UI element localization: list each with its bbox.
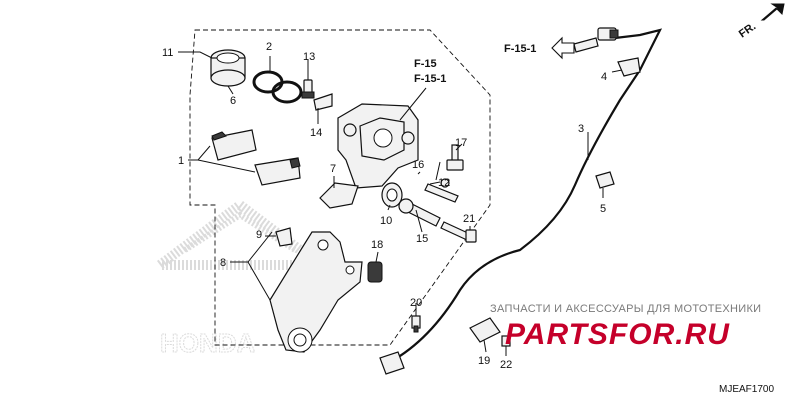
slide-pin: [398, 198, 441, 227]
honda-watermark-text: HONDA: [160, 328, 256, 358]
callout-21: 21: [463, 213, 475, 225]
piston: [210, 49, 246, 87]
callout-19: 19: [478, 355, 490, 367]
diagram-code: MJEAF1700: [719, 384, 774, 395]
callout-10: 10: [380, 215, 392, 227]
sensor-head: [379, 351, 405, 375]
callout-14: 14: [310, 127, 322, 139]
caliper-bracket: [269, 227, 363, 353]
front-label: FR.: [737, 20, 758, 40]
callout-8: 8: [220, 257, 226, 269]
reference-f15-1-arrow-label: F-15-1: [504, 43, 536, 55]
callout-18: 18: [371, 239, 383, 251]
bleeder-screw: [301, 79, 333, 111]
callout-5: 5: [600, 203, 606, 215]
caliper-group-frame: [189, 29, 491, 346]
callout-4: 4: [601, 71, 607, 83]
rubber-grommet: [367, 261, 383, 283]
watermark-tagline: ЗАПЧАСТИ И АКСЕССУАРЫ ДЛЯ МОТОТЕХНИКИ: [490, 303, 761, 315]
callout-22: 22: [500, 359, 512, 371]
reference-arrow: [551, 36, 575, 60]
callout-17: 17: [455, 137, 467, 149]
wire-clamp-bolt: [573, 37, 599, 53]
callout-13: 13: [303, 51, 315, 63]
callout-20: 20: [410, 297, 422, 309]
speed-sensor-cable: [389, 28, 663, 363]
callout-11: 11: [162, 47, 173, 59]
flange-bolt-17: [446, 144, 464, 171]
caliper-pin: [424, 183, 459, 203]
cable-bracket: [617, 57, 641, 77]
watermark-brand: PARTSFOR.RU: [505, 318, 730, 351]
brake-pad-set: [211, 129, 301, 186]
flange-bolt-21: [440, 221, 477, 243]
reference-f15-1: F-15-1: [414, 73, 446, 85]
sensor-bolt: [411, 315, 421, 333]
callout-7: 7: [330, 163, 336, 175]
callout-2: 2: [266, 41, 272, 53]
caliper-body: [337, 103, 419, 189]
reference-f15: F-15: [414, 58, 437, 70]
callout-16: 16: [412, 159, 424, 171]
pin-boot: [381, 182, 403, 208]
callout-12: 12: [438, 177, 450, 189]
washer: [440, 178, 450, 188]
connector: [597, 27, 619, 41]
leader-lines: [178, 51, 623, 356]
callout-15: 15: [416, 233, 428, 245]
callout-6: 6: [230, 95, 236, 107]
pad-spring: [319, 182, 359, 209]
callout-3: 3: [578, 123, 584, 135]
callout-1: 1: [178, 155, 184, 167]
piston-seals: [252, 70, 303, 104]
front-direction-arrow: [760, 3, 785, 21]
sensor-stay: [469, 317, 501, 343]
callout-9: 9: [256, 229, 262, 241]
cable-clamp: [595, 171, 615, 189]
